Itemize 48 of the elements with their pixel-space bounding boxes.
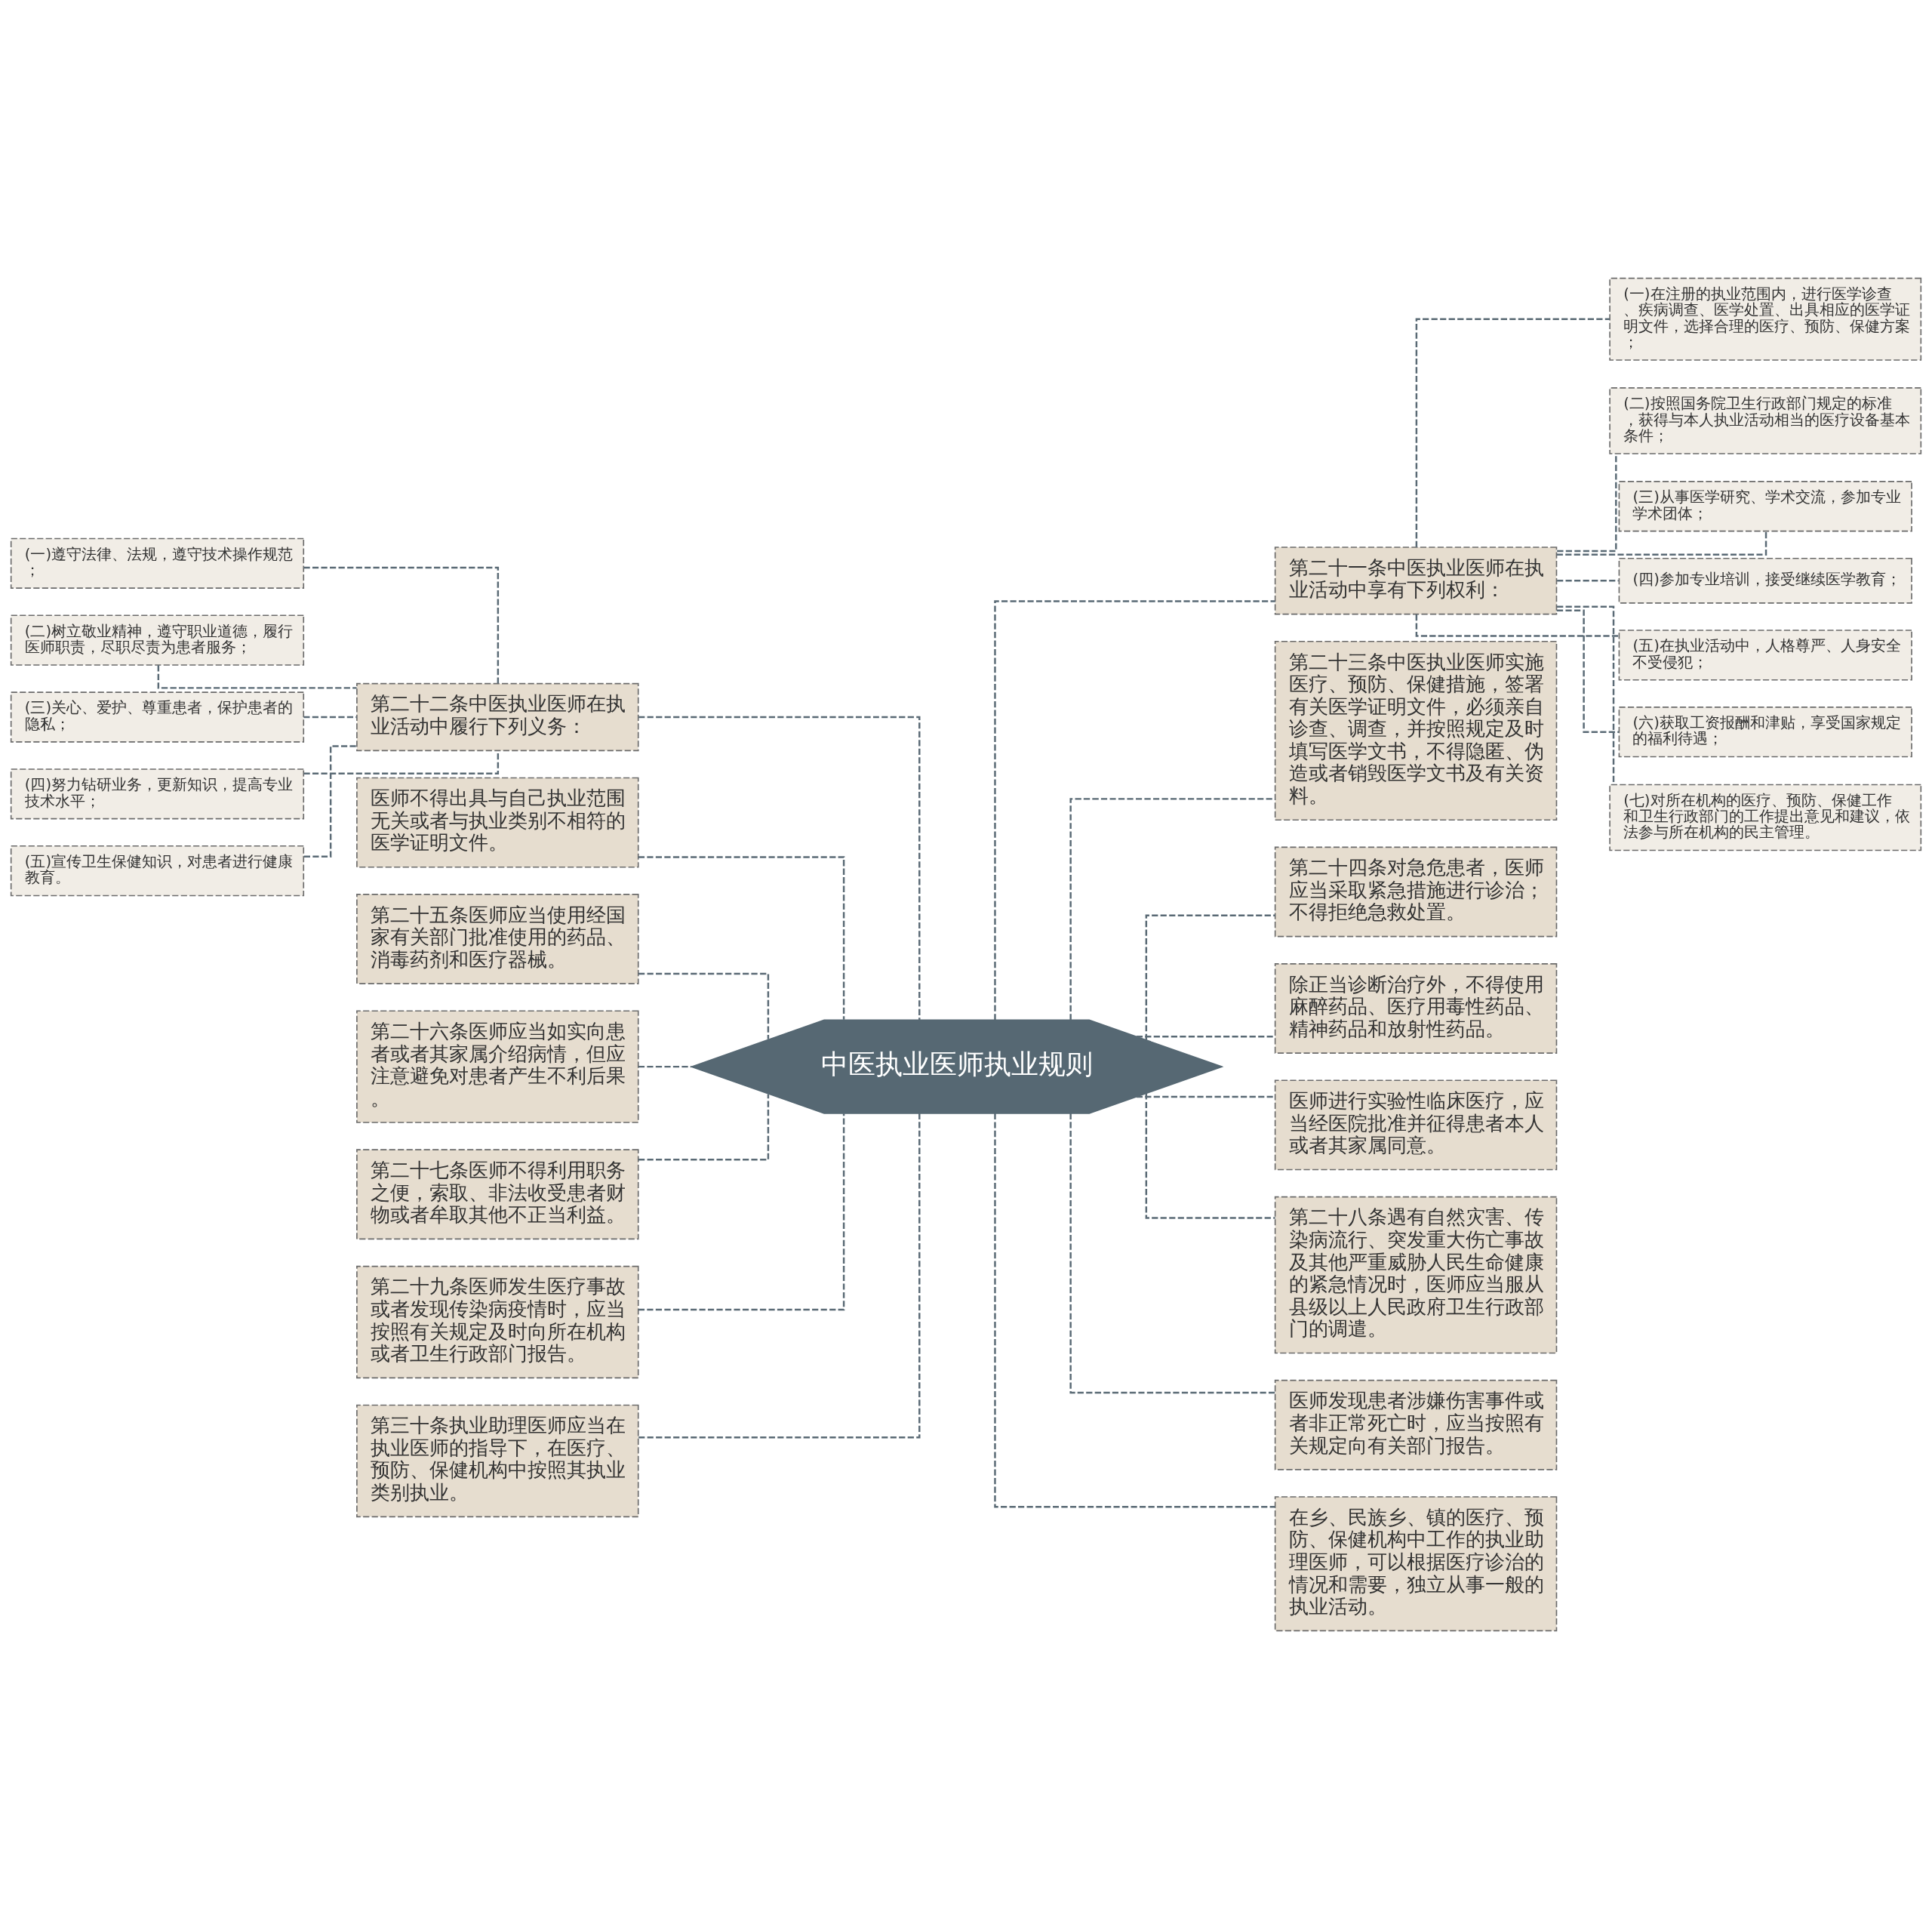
connector (638, 1094, 770, 1161)
node-box: (一)在注册的执业范围内，进行医学诊查、疾病调查、医学处置、出具相应的医学证明文件，选择合理的医疗、预防、保健方案； (1609, 277, 1922, 361)
connector (1145, 914, 1275, 1040)
connector (303, 566, 500, 684)
node-box: 在乡、民族乡、镇的医疗、预防、保健机构中工作的执业助理医师，可以根据医疗诊治的情况和需要，独立从事一般的执业活动。 (1274, 1496, 1558, 1632)
connector (1557, 580, 1619, 582)
connector (303, 716, 357, 719)
node-box: 第二十五条医师应当使用经国家有关部门批准使用的药品、消毒药剂和医疗器械。 (356, 894, 639, 984)
node-box: 医师发现患者涉嫌伤害事件或者非正常死亡时，应当按照有关规定向有关部门报告。 (1274, 1379, 1558, 1470)
connector (1415, 318, 1611, 547)
node-box: 第二十六条医师应当如实向患者或者其家属介绍病情，但应注意避免对患者产生不利后果。 (356, 1010, 639, 1123)
connector (1556, 609, 1619, 733)
connector (1136, 1095, 1275, 1098)
node-box: 第三十条执业助理医师应当在执业医师的指导下，在医疗、预防、保健机构中按照其执业类别执业。 (356, 1404, 639, 1518)
node-box: 第二十七条医师不得利用职务之便，索取、非法收受患者财物或者牟取其他不正当利益。 (356, 1149, 639, 1240)
node-box: 第二十二条中医执业医师在执业活动中履行下列义务： (356, 682, 639, 752)
node-box: (三)从事医学研究、学术交流，参加专业学术团体； (1618, 481, 1912, 532)
node-box: (三)关心、爱护、尊重患者，保护患者的隐私； (10, 691, 305, 743)
node-box: 第二十八条遇有自然灾害、传染病流行、突发重大伤亡事故及其他严重威胁人民生命健康的紧急情况时，医师应当服从县级以上人民政府卫生行政部门的调遣。 (1274, 1196, 1558, 1354)
connector (1069, 1113, 1275, 1394)
node-box: (五)宣传卫生保健知识，对患者进行健康教育。 (10, 845, 305, 897)
node-box: (五)在执业活动中，人格尊严、人身安全不受侵犯； (1618, 630, 1912, 681)
node-box: (四)参加专业培训，接受继续医学教育； (1618, 557, 1912, 604)
node-box: (六)获取工资报酬和津贴，享受国家规定的福利待遇； (1618, 707, 1912, 758)
connector (638, 972, 770, 1039)
node-box: 第二十三条中医执业医师实施医疗、预防、保健措施，签署有关医学证明文件，必须亲自诊查、调查，并按照规定及时填写医学文书，不得隐匿、伪造或者销毁医学文书及有关资料。 (1274, 640, 1558, 821)
node-box: (二)树立敬业精神，遵守职业道德，履行医师职责，尽职尽责为患者服务； (10, 614, 305, 666)
connector (994, 600, 1275, 1021)
connector (638, 716, 921, 1021)
connector (638, 1113, 921, 1439)
connector (1136, 1036, 1275, 1038)
connector (638, 1113, 845, 1311)
node-box: 医师不得出具与自己执业范围无关或者与执业类别不相符的医学证明文件。 (356, 777, 639, 868)
connector (1145, 1093, 1275, 1219)
node-box: (四)努力钻研业务，更新知识，提高专业技术水平； (10, 768, 305, 820)
connector (638, 1065, 691, 1068)
node-box: (二)按照国务院卫生行政部门规定的标准，获得与本人执业活动相当的医疗设备基本条件； (1609, 387, 1922, 454)
node-box: (一)遵守法律、法规，遵守技术操作规范； (10, 537, 305, 589)
node-box: (七)对所在机构的医疗、预防、保健工作和卫生行政部门的工作提出意见和建议，依法参与所在机构的民主管理。 (1609, 784, 1922, 851)
node-box: 第二十九条医师发生医疗事故或者发现传染病疫情时，应当按照有关规定及时向所在机构或者卫生行政部门报告。 (356, 1265, 639, 1379)
node-box: 第二十四条对急危患者，医师应当采取紧急措施进行诊治；不得拒绝急救处置。 (1274, 846, 1558, 938)
node-box: 除正当诊断治疗外，不得使用麻醉药品、医疗用毒性药品、精神药品和放射性药品。 (1274, 963, 1558, 1054)
connector (994, 1113, 1275, 1508)
connector (638, 856, 845, 1020)
node-box: 第二十一条中医执业医师在执业活动中享有下列权利： (1274, 547, 1558, 615)
connector (1557, 454, 1617, 553)
connector (303, 745, 357, 858)
node-box: 医师进行实验性临床医疗，应当经医院批准并征得患者本人或者其家属同意。 (1274, 1079, 1558, 1171)
